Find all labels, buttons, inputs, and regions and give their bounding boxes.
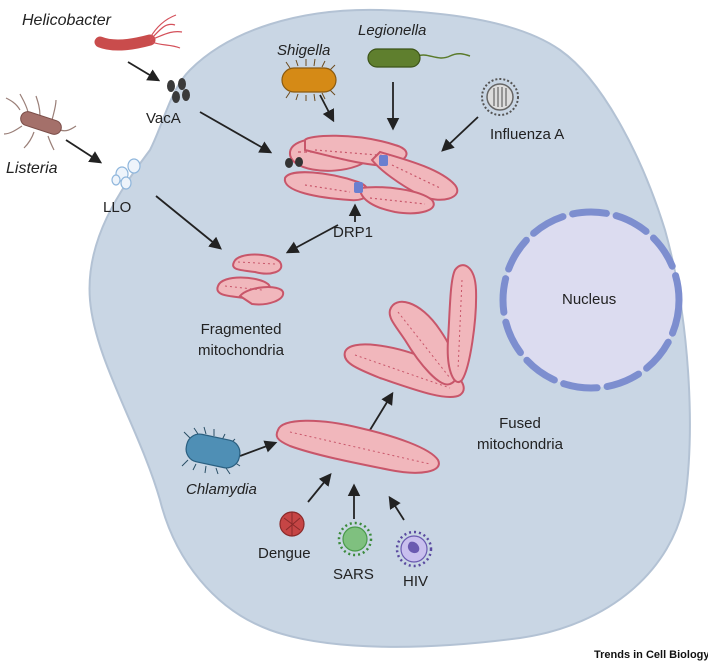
legionella-icon bbox=[367, 48, 471, 68]
influenza-label: Influenza A bbox=[490, 126, 565, 143]
chlamydia-icon bbox=[181, 426, 241, 475]
fused-label-line2: mitochondria bbox=[477, 436, 563, 453]
nucleus bbox=[499, 208, 683, 392]
drp1-ring-icon bbox=[354, 155, 388, 193]
elongated-mitochondrion bbox=[275, 419, 440, 474]
hiv-label: HIV bbox=[403, 573, 429, 590]
cell-body bbox=[88, 8, 691, 648]
helicobacter-label: Helicobacter bbox=[22, 12, 111, 29]
legionella-label: Legionella bbox=[358, 22, 427, 39]
dengue-label: Dengue bbox=[258, 545, 311, 562]
fragmented-mitochondria bbox=[216, 253, 285, 306]
nucleus-label: Nucleus bbox=[562, 291, 617, 308]
hiv-icon bbox=[395, 530, 433, 568]
chlamydia-label: Chlamydia bbox=[186, 481, 257, 498]
shigella-label: Shigella bbox=[277, 42, 331, 59]
vaca-label: VacA bbox=[146, 110, 181, 127]
journal-footer: Trends in Cell Biology bbox=[594, 649, 708, 661]
fission-mitochondria bbox=[283, 134, 459, 215]
dengue-icon bbox=[279, 511, 305, 537]
fused-mitochondria bbox=[343, 264, 478, 399]
vaca-toxin-icon bbox=[167, 78, 190, 103]
fragmented-label-line2: mitochondria bbox=[198, 342, 284, 359]
llo-icon bbox=[111, 158, 141, 190]
sars-icon bbox=[337, 521, 373, 557]
sars-label: SARS bbox=[333, 566, 374, 583]
drp1-label: DRP1 bbox=[333, 224, 374, 241]
listeria-icon bbox=[3, 93, 77, 151]
llo-label: LLO bbox=[103, 199, 132, 216]
fused-label-line1: Fused bbox=[499, 415, 541, 432]
shigella-icon bbox=[281, 58, 337, 102]
influenza-icon bbox=[481, 78, 519, 116]
fragmented-label-line1: Fragmented bbox=[200, 321, 282, 338]
arrows bbox=[65, 61, 479, 521]
listeria-label: Listeria bbox=[6, 160, 58, 177]
helicobacter-icon bbox=[94, 14, 183, 51]
